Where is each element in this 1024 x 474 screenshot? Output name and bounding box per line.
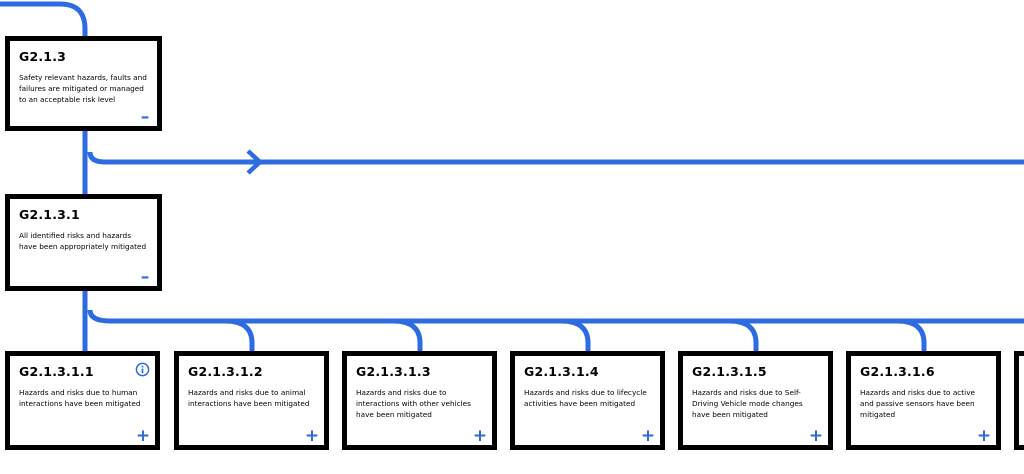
node-partial-offscreen[interactable] [1014,351,1024,450]
node-id: G2.1.3.1.5 [692,364,767,379]
node-g2-1-3-1-3[interactable]: G2.1.3.1.3 Hazards and risks due to inte… [342,351,497,450]
expand-button[interactable]: + [135,426,151,446]
connector-to-g21312 [224,318,255,356]
node-description: Hazards and risks due to interactions wi… [356,388,471,419]
node-g2-1-3-1-6[interactable]: G2.1.3.1.6 Hazards and risks due to acti… [846,351,1001,450]
node-description: All identified risks and hazards have be… [19,231,147,251]
collapse-button[interactable]: – [140,107,150,127]
node-id: G2.1.3.1.6 [860,364,935,379]
expand-button[interactable]: + [472,426,488,446]
node-g2-1-3[interactable]: G2.1.3 Safety relevant hazards, faults a… [5,36,162,131]
info-icon[interactable] [135,362,150,377]
chevron-right-icon [246,149,264,175]
node-id: G2.1.3.1.2 [188,364,263,379]
node-g2-1-3-1-5[interactable]: G2.1.3.1.5 Hazards and risks due to Self… [678,351,833,450]
node-id: G2.1.3 [19,49,67,64]
node-description: Hazards and risks due to active and pass… [860,388,975,419]
node-description: Hazards and risks due to animal interact… [188,388,310,408]
node-g2-1-3-1-2[interactable]: G2.1.3.1.2 Hazards and risks due to anim… [174,351,329,450]
expand-button[interactable]: + [976,426,992,446]
node-g2-1-3-1[interactable]: G2.1.3.1 All identified risks and hazard… [5,194,162,291]
collapse-button[interactable]: – [140,267,150,287]
node-g2-1-3-1-1[interactable]: G2.1.3.1.1 Hazards and risks due to huma… [5,351,160,450]
node-id: G2.1.3.1.1 [19,364,94,379]
connector-to-g21313 [392,318,423,356]
connector-parent-to-g213 [0,1,88,40]
expand-button[interactable]: + [304,426,320,446]
node-id: G2.1.3.1.4 [524,364,599,379]
connector-to-g21316 [896,318,927,356]
node-g2-1-3-1-4[interactable]: G2.1.3.1.4 Hazards and risks due to life… [510,351,665,450]
connector-to-g21315 [728,318,759,356]
node-id: G2.1.3.1.3 [356,364,431,379]
node-description: Safety relevant hazards, faults and fail… [19,73,147,104]
node-description: Hazards and risks due to human interacti… [19,388,141,408]
expand-button[interactable]: + [640,426,656,446]
connector-to-g21314 [560,318,591,356]
node-description: Hazards and risks due to Self-Driving Ve… [692,388,803,419]
node-id: G2.1.3.1 [19,207,80,222]
connector-children-bus [87,309,1024,324]
connector-g213-branch-right [87,151,1024,165]
expand-button[interactable]: + [808,426,824,446]
node-description: Hazards and risks due to lifecycle activ… [524,388,647,408]
